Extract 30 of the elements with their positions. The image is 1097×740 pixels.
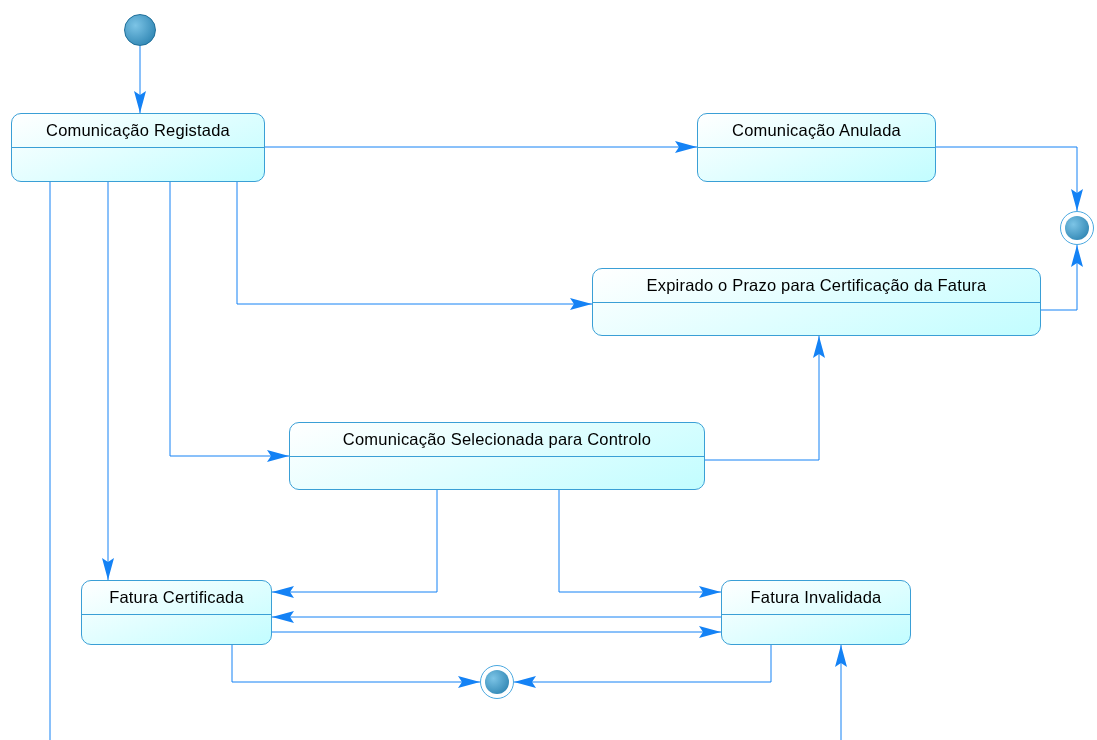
state-box: [81, 580, 272, 645]
transition-arrow: [264, 141, 698, 153]
final-state: [1060, 211, 1094, 245]
initial-state: [124, 14, 156, 46]
state-name: Comunicação Selecionada para Controlo: [342, 429, 652, 451]
transition-arrow: [271, 611, 722, 623]
transition-arrow: [102, 181, 114, 581]
state-box: [721, 580, 911, 645]
state-name: Fatura Certificada: [109, 587, 244, 609]
state-name: Comunicação Anulada: [732, 120, 901, 142]
state-name: Fatura Invalidada: [750, 587, 882, 609]
transition-arrow: [935, 146, 1083, 212]
transition-arrow: [271, 489, 438, 598]
final-state: [480, 665, 514, 699]
transition-arrow: [1040, 244, 1083, 311]
state-box: [592, 268, 1041, 336]
transition-arrow: [704, 335, 825, 461]
transition-arrow: [169, 181, 290, 462]
state-box: [289, 422, 705, 490]
transition-arrow: [558, 489, 722, 598]
state-name: Comunicação Registada: [46, 120, 230, 142]
transition-arrow: [236, 181, 593, 310]
state-box: [697, 113, 936, 182]
transition-arrow: [513, 644, 772, 688]
transition-arrow: [134, 45, 146, 114]
state-name: Expirado o Prazo para Certificação da Fatura: [646, 275, 987, 297]
transition-arrow: [271, 626, 722, 638]
state-box: [11, 113, 265, 182]
transition-arrow: [231, 644, 481, 688]
transition-arrow: [835, 644, 847, 740]
